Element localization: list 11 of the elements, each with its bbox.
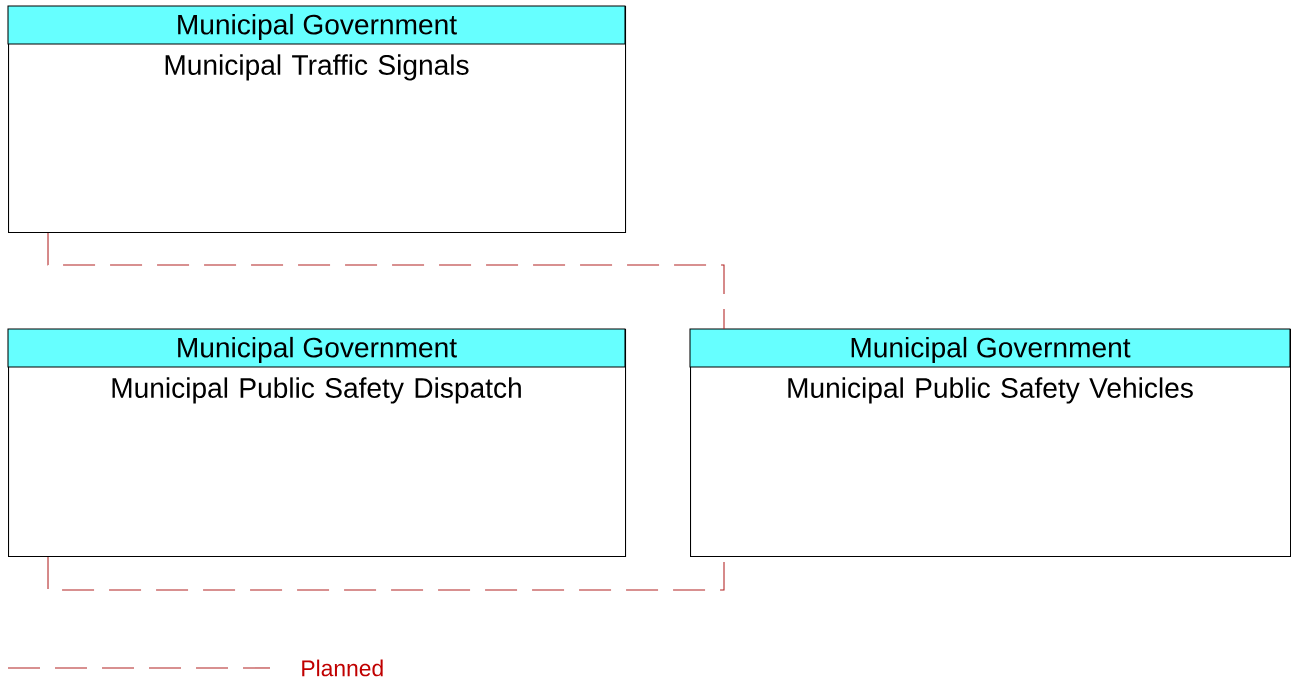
header-band: Municipal Government (7, 328, 626, 368)
system-name: Municipal Public Safety Dispatch (112, 377, 521, 404)
system-box (7, 5, 627, 234)
system-box (689, 328, 1291, 558)
header-band: Municipal Government (7, 5, 626, 45)
connector-line (47, 556, 725, 591)
system-name: Municipal Traffic Signals (165, 54, 469, 81)
legend-label: Planned (302, 659, 383, 677)
system-box (7, 328, 627, 558)
system-name: Municipal Public Safety Vehicles (788, 377, 1193, 404)
header-band: Municipal Government (689, 328, 1291, 368)
